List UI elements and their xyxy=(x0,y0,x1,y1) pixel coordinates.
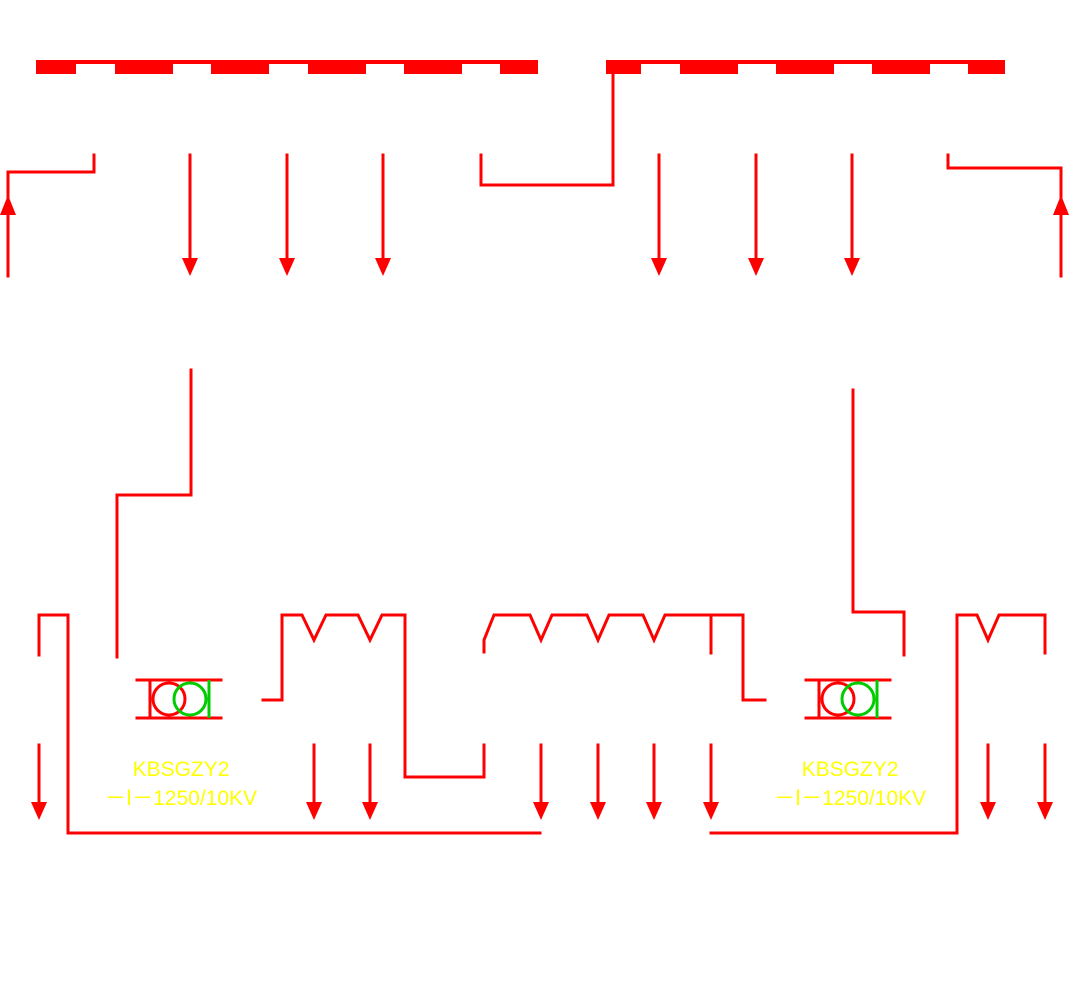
lower-feeder-5 xyxy=(590,743,606,820)
upper-bus-tie xyxy=(479,72,615,187)
lower-center-bus-section xyxy=(482,613,767,702)
right-transformer-label-model: KBSGZY2 xyxy=(802,758,899,781)
upper-feeder-2 xyxy=(279,153,295,276)
right-transformer-label-rating: －Ⅰ－1250/10KV xyxy=(774,787,926,810)
left-transformer-label-model: KBSGZY2 xyxy=(133,758,230,781)
right-transformer xyxy=(804,678,892,720)
left-upper-busbar xyxy=(36,60,538,74)
lower-right-outer-feeder xyxy=(709,613,1047,835)
lower-feeder-3 xyxy=(362,743,378,820)
upper-left-incoming-feeder xyxy=(0,153,96,278)
upper-feeder-5 xyxy=(748,153,764,276)
upper-feeder-4 xyxy=(651,153,667,276)
lower-feeder-8 xyxy=(980,743,996,820)
lower-feeder-1 xyxy=(31,743,47,820)
left-transformer-label-rating: －Ⅰ－1250/10KV xyxy=(105,787,257,810)
upper-right-incoming-feeder xyxy=(946,153,1069,278)
lower-feeder-6 xyxy=(646,743,662,820)
lower-feeder-7 xyxy=(703,743,719,820)
lower-feeder-4 xyxy=(533,743,549,820)
lower-left-outer-feeder xyxy=(37,613,542,835)
lower-feeder-2 xyxy=(306,743,322,820)
upper-feeder-3 xyxy=(375,153,391,276)
right-upper-busbar xyxy=(606,60,1005,74)
lower-feeder-9 xyxy=(1037,743,1053,820)
upper-feeder-1 xyxy=(182,153,198,276)
left-transformer xyxy=(135,678,223,720)
upper-feeder-6 xyxy=(844,153,860,276)
left-transformer-supply-line xyxy=(115,368,193,659)
right-transformer-supply-line xyxy=(851,388,906,657)
lower-left-bus-section xyxy=(261,613,486,779)
